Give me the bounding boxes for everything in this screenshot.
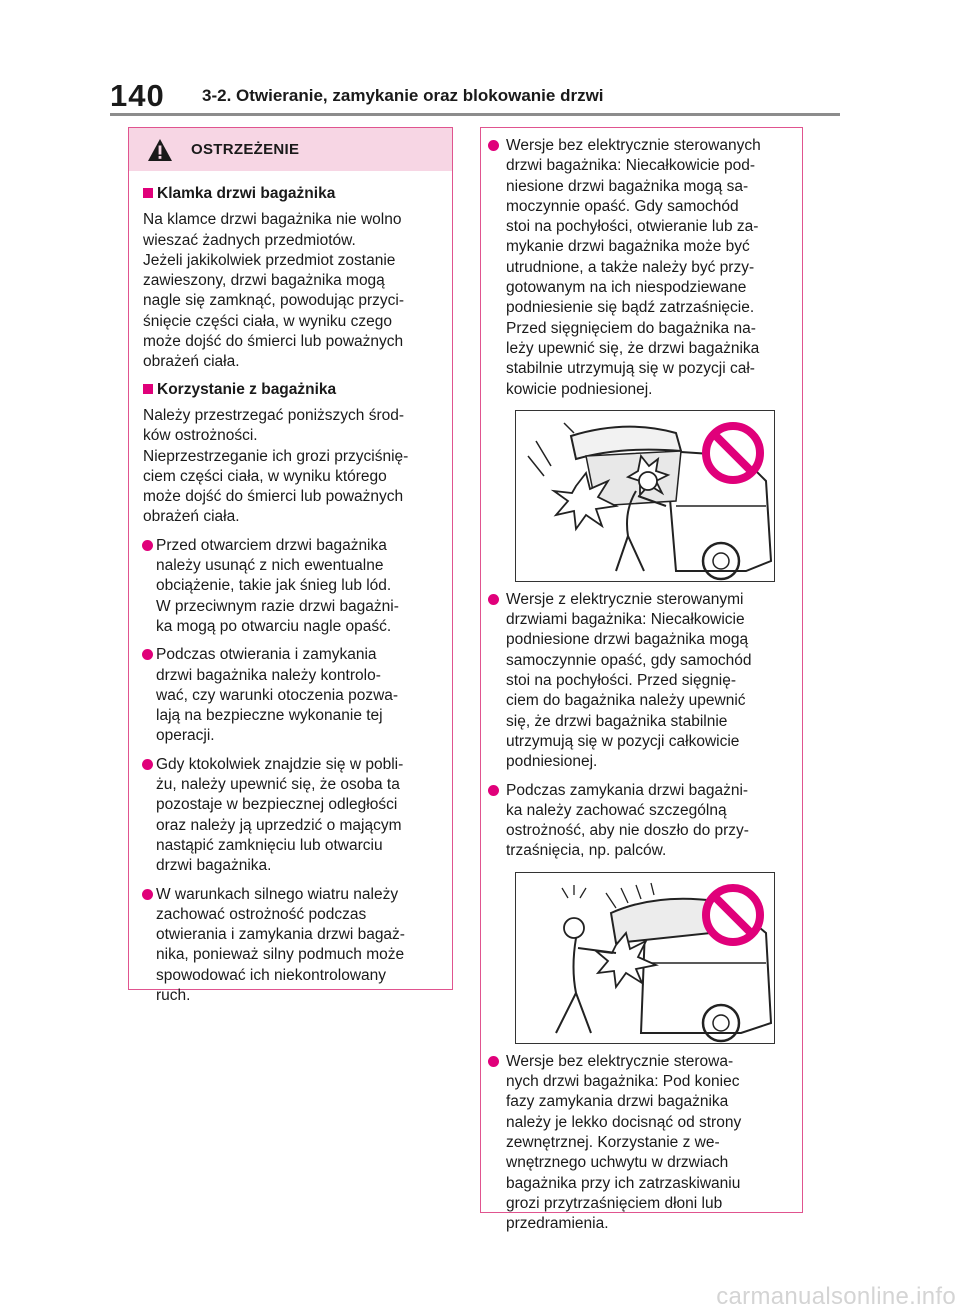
subheading-text: Korzystanie z bagażnika [157,380,337,398]
page-number: 140 [110,78,165,113]
bullet-dot-icon [488,1055,499,1067]
bullet-dot-icon [488,140,499,151]
square-bullet-icon [143,188,153,198]
subheading: Korzystanie z bagażnika [143,380,442,400]
illustration-tailgate-falling [515,409,775,582]
subheading: Klamka drzwi bagażnika [143,184,442,204]
bullet-text: W warunkach silnego wiatru należy zachow… [156,885,405,1004]
section-title: 3-2. Otwieranie, zamykanie oraz blokowan… [202,86,604,105]
bullet-item: Wersje z elektrycznie sterowanymi drzwia… [487,590,794,773]
page-header: 140 3-2. Otwieranie, zamykanie oraz blok… [110,78,840,118]
bullet-text: Podczas otwierania i zamykania drzwi bag… [156,646,399,745]
bullet-text: Wersje bez elektrycznie sterowa- nych dr… [506,1052,742,1233]
watermark: carmanualsonline.info [716,1283,956,1310]
bullet-text: Podczas zamykania drzwi bagażni- ka nale… [506,781,749,860]
bullet-dot-icon [488,593,499,605]
paragraph: Należy przestrzegać poniższych środ- ków… [143,406,409,526]
bullet-text: Wersje z elektrycznie sterowanymi drzwia… [506,590,752,771]
square-bullet-icon [143,383,153,394]
subheading-text: Klamka drzwi bagażnika [157,185,336,202]
bullet-item: Gdy ktokolwiek znajdzie się w pobli- żu,… [142,755,442,877]
header-rule [110,113,840,116]
bullet-item: Wersje bez elektrycznie sterowanych drzw… [487,136,794,400]
bullet-item: Podczas otwierania i zamykania drzwi bag… [142,645,442,746]
bullet-text: Przed otwarciem drzwi bagażnika należy u… [156,536,399,635]
warning-triangle-icon [148,139,172,161]
bullet-dot-icon [142,888,153,900]
warning-label: OSTRZEŻENIE [191,141,300,158]
bullet-item: W warunkach silnego wiatru należy zachow… [142,885,442,1007]
paragraph: Na klamce drzwi bagażnika nie wolno wies… [143,211,405,371]
bullet-dot-icon [142,758,153,770]
bullet-text: Gdy ktokolwiek znajdzie się w pobli- żu,… [156,755,404,875]
tailgate-pinch-drawing [555,882,773,1042]
tailgate-falling-drawing [527,421,773,581]
bullet-dot-icon [142,539,153,551]
warning-content-right: Wersje bez elektrycznie sterowanych drzw… [481,128,802,1234]
bullet-item: Podczas zamykania drzwi bagażni- ka nale… [487,781,794,862]
warning-header: OSTRZEŻENIE [129,128,452,171]
bullet-dot-icon [488,784,499,796]
warning-box-right: Wersje bez elektrycznie sterowanych drzw… [480,127,803,1232]
bullet-item: Wersje bez elektrycznie sterowa- nych dr… [487,1052,794,1235]
warning-content-left: Klamka drzwi bagażnika Na klamce drzwi b… [129,171,452,1006]
bullet-text: Wersje bez elektrycznie sterowanych drzw… [506,137,761,398]
warning-box-left: OSTRZEŻENIE Klamka drzwi bagażnika Na kl… [128,127,453,1004]
illustration-tailgate-pinch [515,871,775,1044]
bullet-dot-icon [142,649,153,661]
bullet-item: Przed otwarciem drzwi bagażnika należy u… [142,536,442,637]
